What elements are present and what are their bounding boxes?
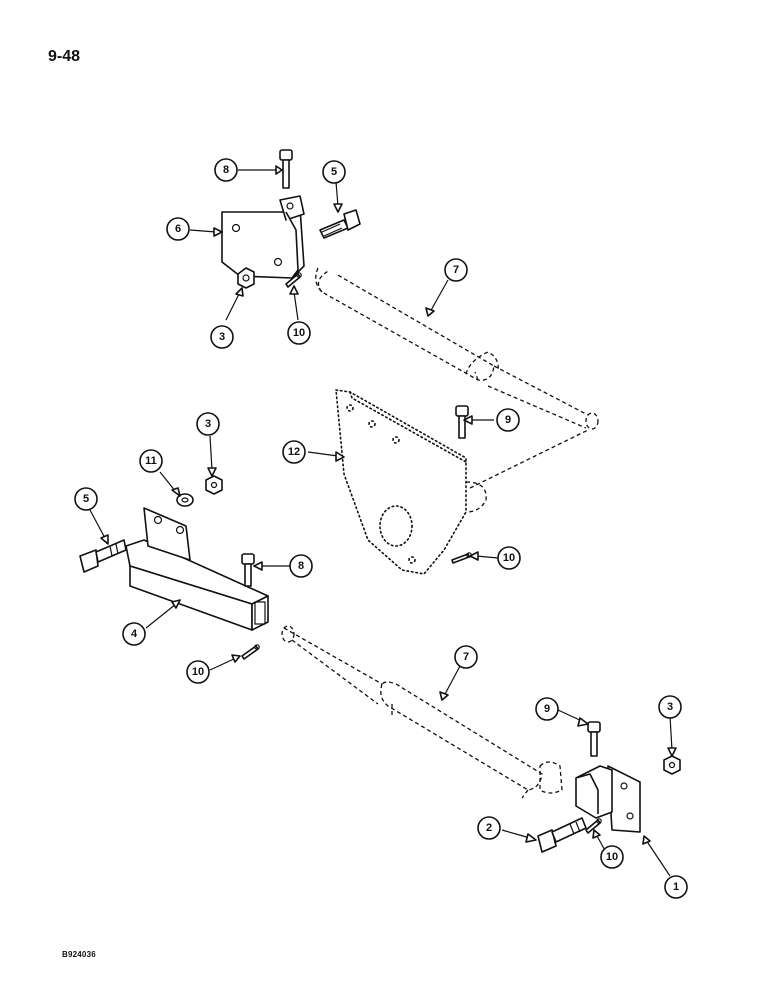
callout-10-top: 10 [287,321,311,345]
lower-bolt-9 [587,721,601,757]
lower-shaft [281,625,563,799]
callout-3-low: 3 [658,695,682,719]
arm-bolt-5 [79,539,127,573]
callout-label: 10 [606,851,618,863]
callout-label: 10 [192,666,204,678]
callout-2-low: 2 [477,816,501,840]
figure-code: B924036 [62,950,96,959]
lower-bolt-2 [537,817,587,853]
callout-label: 5 [331,166,337,178]
page-number: 9-48 [48,48,81,65]
middle-nut-3 [205,475,223,495]
callout-5-mid: 5 [74,487,98,511]
callout-label: 4 [131,628,138,640]
callout-label: 9 [544,703,550,715]
top-nut-3 [237,267,255,289]
callout-7-top: 7 [444,258,468,282]
callout-7-low: 7 [454,645,478,669]
callout-label: 3 [667,701,673,713]
callout-label: 7 [463,651,469,663]
callout-label: 9 [505,414,511,426]
middle-bolt-9 [455,405,469,439]
callout-label: 7 [453,264,459,276]
callout-label: 3 [205,418,211,430]
callout-label: 3 [219,331,225,343]
top-bolt-5 [319,209,361,239]
callout-label: 10 [293,327,305,339]
callout-4-mid: 4 [122,622,146,646]
top-shaft [315,267,599,430]
callout-10-low: 10 [186,660,210,684]
callout-12-mid: 12 [282,440,306,464]
washer-11 [176,493,194,507]
callout-9-mid: 9 [496,408,520,432]
callout-10b-low: 10 [600,845,624,869]
callout-11-mid: 11 [139,449,163,473]
callout-label: 1 [673,881,679,893]
lower-cotter-pin [585,818,602,834]
callout-label: 6 [175,223,181,235]
callout-1-low: 1 [664,875,688,899]
callout-label: 2 [486,822,492,834]
middle-bolt-8 [241,553,255,587]
callout-label: 12 [288,446,300,458]
callout-3-mid: 3 [196,412,220,436]
top-cotter-pin [285,272,302,288]
arm-tube-4 [125,507,269,631]
middle-cotter-pin [451,552,472,564]
callout-label: 5 [83,493,89,505]
callout-9-low: 9 [535,697,559,721]
arm-cotter-pin [241,644,260,660]
callout-label: 10 [503,552,515,564]
callout-6-top: 6 [166,217,190,241]
lower-nut-3 [663,755,681,775]
middle-plate [335,389,589,575]
callout-label: 8 [298,560,304,572]
top-bracket [221,195,305,279]
callout-label: 11 [145,455,157,467]
callout-label: 8 [223,164,229,176]
callout-10-mid: 10 [497,546,521,570]
callout-3-top: 3 [210,325,234,349]
callout-8-mid: 8 [289,554,313,578]
callout-8-top: 8 [214,158,238,182]
lower-bracket-1 [575,765,641,833]
leader-lines [89,165,677,877]
top-bolt-8 [279,149,293,189]
callout-5-top: 5 [322,160,346,184]
